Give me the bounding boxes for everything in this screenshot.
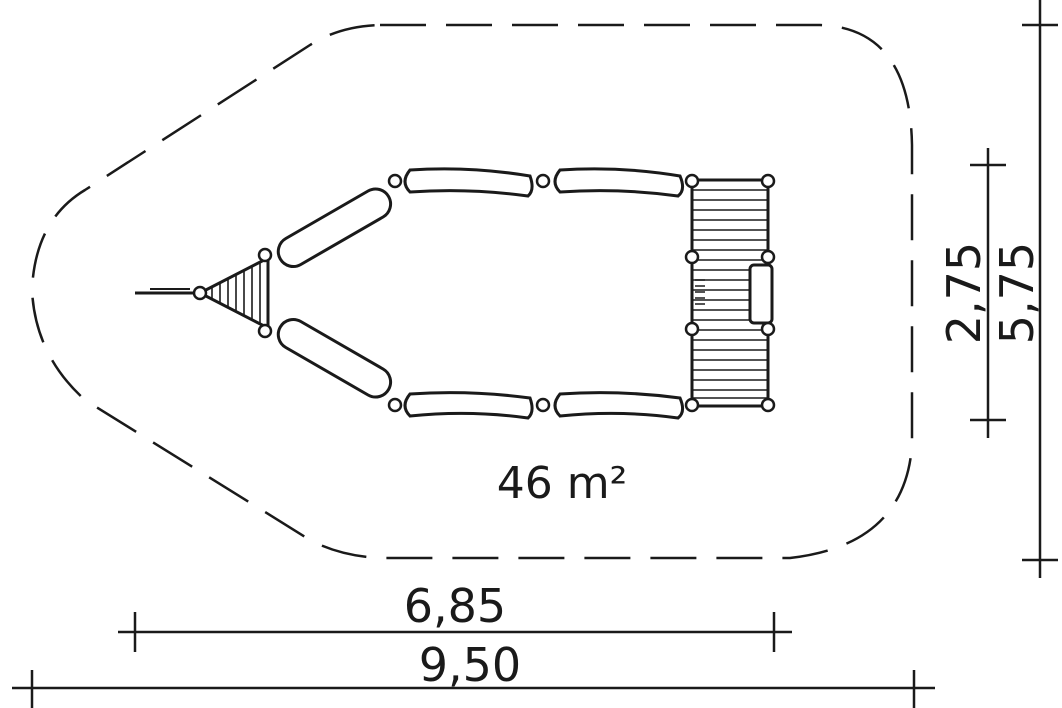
bow-deck [196, 255, 270, 331]
dimension-outer-width [1022, 0, 1058, 578]
dimension-inner-length-label: 6,85 [404, 579, 506, 633]
boat-structure [135, 167, 776, 420]
dimension-inner-length [118, 612, 792, 652]
safety-zone-outline [30, 23, 914, 560]
stern-opening [748, 263, 774, 325]
dimension-inner-width-label: 2,75 [937, 242, 991, 344]
lower-hull-logs [276, 318, 685, 420]
posts [192, 173, 776, 413]
stern-deck [690, 178, 774, 408]
dimension-outer-width-label: 5,75 [990, 242, 1044, 344]
dimension-inner-width [970, 148, 1006, 438]
upper-hull-logs [276, 167, 685, 268]
area-label: 46 m² [497, 458, 627, 509]
dimension-outer-length-label: 9,50 [419, 638, 521, 692]
ladder-marks [695, 279, 705, 305]
dimension-outer-length [12, 670, 935, 708]
